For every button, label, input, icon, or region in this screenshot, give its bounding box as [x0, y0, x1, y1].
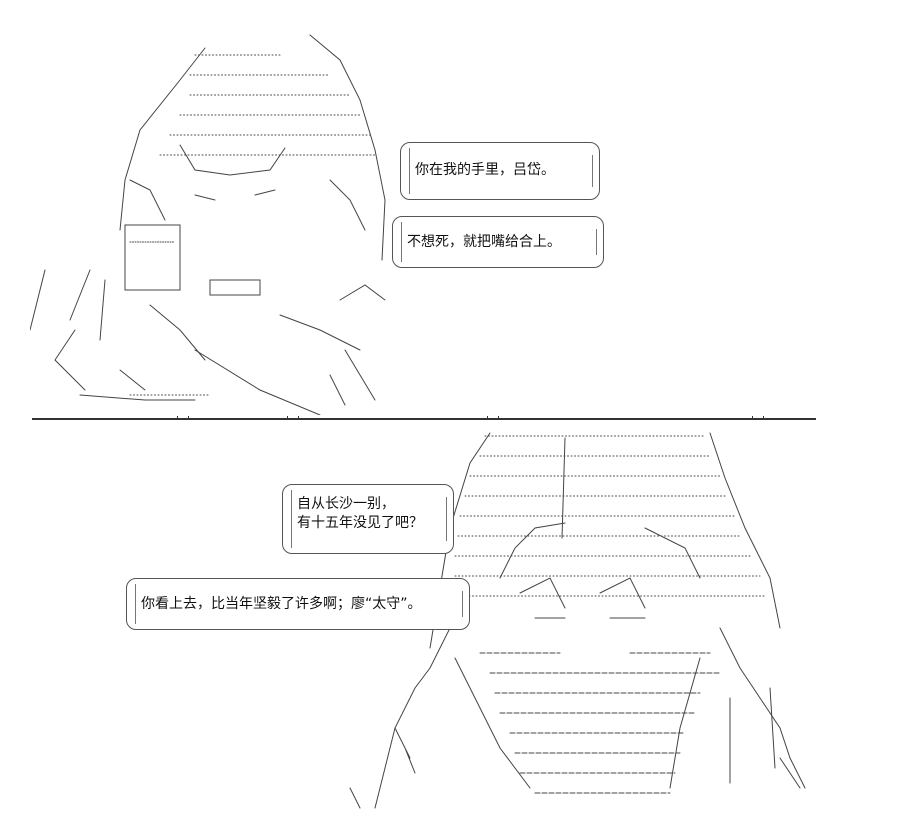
speech-bubble-bottom-1: 自从长沙一别， 有十五年没见了吧？: [282, 484, 454, 554]
speech-bubble-top-1: 你在我的手里，吕岱。: [400, 142, 600, 200]
divider-mark: [752, 416, 764, 420]
speech-line: 有十五年没见了吧？: [297, 515, 423, 531]
panel-divider: [32, 416, 816, 420]
divider-mark: [177, 416, 189, 420]
speech-line: 自从长沙一别，: [297, 496, 395, 512]
divider-mark: [287, 416, 299, 420]
divider-mark: [487, 416, 499, 420]
bottom-character-linework: [349, 432, 806, 809]
top-character-linework: [30, 34, 386, 415]
speech-bubble-bottom-2: 你看上去，比当年坚毅了许多啊；廖“太守”。: [126, 578, 470, 630]
top-character-art: [30, 30, 390, 415]
bottom-character-art: [300, 428, 820, 820]
speech-bubble-top-2: 不想死，就把嘴给合上。: [392, 216, 604, 268]
speech-line: 你在我的手里，吕岱。: [415, 162, 555, 178]
speech-line: 不想死，就把嘴给合上。: [407, 234, 561, 250]
speech-line: 你看上去，比当年坚毅了许多啊；廖“太守”。: [141, 596, 422, 612]
